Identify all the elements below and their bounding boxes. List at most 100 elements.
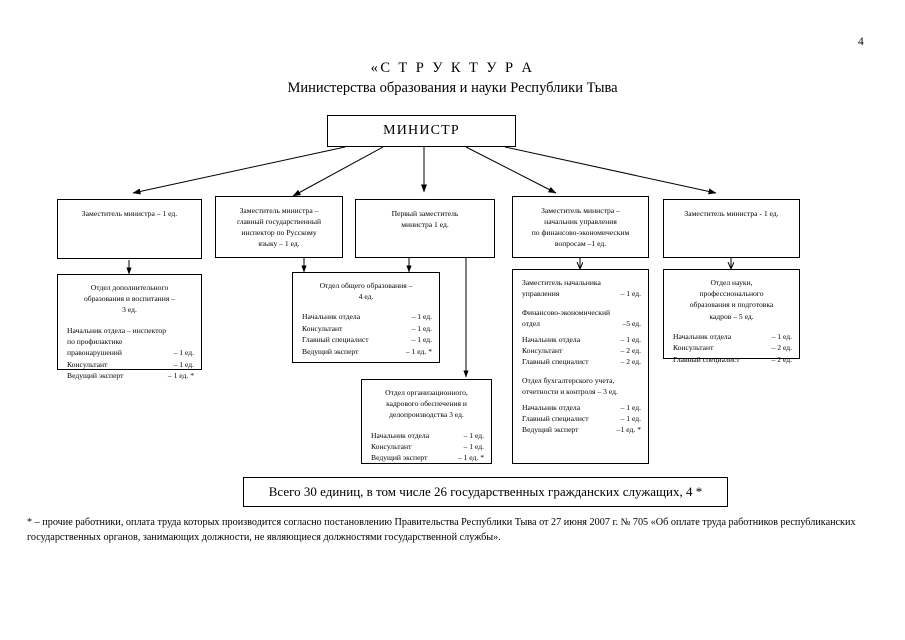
position-label: Главный специалист (673, 354, 740, 364)
subgroup-heading-total: отдел –5 ед. (513, 318, 648, 329)
position-count: – 2 ед. (620, 346, 641, 356)
node-deputy-russian[interactable]: Заместитель министра –главный государств… (215, 196, 343, 258)
dept-positions: Начальник отдела – 1 ед. Главный специал… (513, 402, 648, 436)
position-count: – 2 ед. (771, 343, 792, 353)
subgroup-heading: Финансово-экономический (522, 307, 611, 317)
dept-position-row: Начальник отдела – 1 ед. (522, 402, 641, 413)
position-label: Ведущий эксперт (522, 425, 579, 435)
dept-position-row: Консультант – 2 ед. (673, 342, 792, 353)
position-label: Начальник отдела (522, 334, 581, 344)
total-summary-box: Всего 30 единиц, в том числе 26 государс… (243, 477, 728, 507)
dept-subgroup-accounting: Отдел бухгалтерского учета, отчетности и… (513, 375, 648, 436)
position-label: правонарушений (67, 348, 122, 358)
dept-positions: Начальник отдела – 1 ед. Консультант – 1… (293, 311, 439, 357)
position-count: – 1 ед. (411, 312, 432, 322)
position-label: Главный специалист (522, 414, 589, 424)
subgroup-heading: Отдел бухгалтерского учета, (522, 375, 615, 385)
dept-position-row: Ведущий эксперт – 1 ед. * (302, 346, 432, 357)
position-label: Начальник отдела (302, 312, 361, 322)
position-count: – 1 ед. * (457, 453, 484, 463)
dept-position-row: Начальник отдела – 1 ед. (371, 430, 484, 441)
position-count: – 2 ед. (620, 357, 641, 367)
dept-positions: Начальник отдела – 1 ед. Консультант – 2… (513, 334, 648, 368)
position-count: – 1 ед. * (167, 371, 194, 381)
node-minister[interactable]: МИНИСТР (327, 115, 516, 147)
dept-positions: Начальник отдела – 1 ед. Консультант – 1… (362, 430, 491, 464)
dept-free-line: по профилактике (67, 337, 123, 347)
node-deputy-2[interactable]: Заместитель министра - 1 ед. (663, 199, 800, 258)
node-deputy-finance-label: Заместитель министра –начальник управлен… (531, 206, 630, 248)
node-dept-organizational-hr[interactable]: Отдел организационного,кадрового обеспеч… (361, 379, 492, 464)
dept-position-row: Ведущий эксперт – 1 ед. * (371, 452, 484, 463)
dept-position-row: Начальник отдела – 1 ед. (302, 311, 432, 322)
position-label: Главный специалист (522, 357, 589, 367)
position-count: –1 ед. * (616, 425, 641, 435)
node-deputy-russian-label: Заместитель министра –главный государств… (236, 206, 322, 248)
document-title-line-1: «С Т Р У К Т У Р А (370, 60, 535, 76)
position-count: – 1 ед. (771, 331, 792, 341)
dept-position-row: Начальник отдела – 1 ед. (522, 334, 641, 345)
position-label: Ведущий эксперт (371, 453, 428, 463)
position-count: – 1 ед. (620, 414, 641, 424)
node-deputy-finance[interactable]: Заместитель министра –начальник управлен… (512, 196, 649, 258)
position-count: – 1 ед. (620, 334, 641, 344)
subgroup-heading-total: управления – 1 ед. (513, 288, 648, 299)
dept-position-row: Главный специалист – 2 ед. (673, 354, 792, 365)
subgroup-heading-label: управления (522, 289, 560, 299)
node-dept-general-education[interactable]: Отдел общего образования –4 ед. Начальни… (292, 272, 440, 363)
position-label: Консультант (522, 346, 563, 356)
position-count: – 2 ед. (771, 354, 792, 364)
subgroup-heading-count: –5 ед. (622, 319, 641, 329)
subgroup-heading-label: отдел (522, 319, 540, 329)
position-label: Ведущий эксперт (302, 346, 359, 356)
position-count: – 1 ед. (173, 348, 194, 358)
subgroup-heading: Заместитель начальника (522, 278, 601, 287)
position-label: Начальник отдела (522, 402, 581, 412)
position-label: Консультант (302, 323, 343, 333)
dept-position-row: Консультант – 1 ед. (371, 441, 484, 452)
position-label: Консультант (67, 359, 108, 369)
dept-positions: Начальник отдела – 1 ед. Консультант – 2… (664, 331, 799, 365)
node-dept-finance-management[interactable]: Заместитель начальника управления – 1 ед… (512, 269, 649, 464)
dept-position-row: Ведущий эксперт –1 ед. * (522, 424, 641, 435)
position-count: – 1 ед. (411, 335, 432, 345)
dept-position-row: Главный специалист – 2 ед. (522, 356, 641, 367)
node-minister-label: МИНИСТР (383, 123, 460, 138)
node-deputy-2-label: Заместитель министра - 1 ед. (684, 209, 779, 218)
dept-position-row: Ведущий эксперт – 1 ед. * (67, 370, 194, 381)
position-count: – 1 ед. (463, 442, 484, 452)
total-summary-text: Всего 30 единиц, в том числе 26 государс… (268, 484, 703, 499)
document-title-line-2: Министерства образования и науки Республ… (287, 80, 618, 96)
dept-position-row: Главный специалист – 1 ед. (302, 334, 432, 345)
subgroup-heading: отчетности и контроля – 3 ед. (522, 387, 618, 397)
position-count: – 1 ед. (411, 323, 432, 333)
position-count: – 1 ед. (463, 430, 484, 440)
node-deputy-1[interactable]: Заместитель министра – 1 ед. (57, 199, 202, 259)
dept-subgroup-finance-economic: Финансово-экономический отдел –5 ед. Нач… (513, 307, 648, 368)
page-number: 4 (858, 36, 864, 48)
position-label: Консультант (673, 343, 714, 353)
dept-title: Отдел общего образования –4 ед. (319, 281, 413, 302)
position-count: – 1 ед. (173, 359, 194, 369)
position-label: Главный специалист (302, 335, 369, 345)
dept-position-row: правонарушений – 1 ед. (67, 347, 194, 358)
position-label: Консультант (371, 442, 412, 452)
dept-position-row: Главный специалист – 1 ед. (522, 413, 641, 424)
node-deputy-1-label: Заместитель министра – 1 ед. (81, 209, 178, 218)
position-label: Начальник отдела (673, 331, 732, 341)
dept-title: Отдел организационного,кадрового обеспеч… (385, 388, 468, 420)
position-label: Начальник отдела (371, 430, 430, 440)
dept-subgroup-deputy-head: Заместитель начальника управления – 1 ед… (513, 277, 648, 300)
dept-positions: Начальник отдела – инспектор по профилак… (58, 325, 201, 382)
dept-position-row: Консультант – 1 ед. (302, 323, 432, 334)
footnote: * – прочие работники, оплата труда котор… (27, 517, 856, 543)
position-label: Ведущий эксперт (67, 371, 124, 381)
subgroup-heading-count: – 1 ед. (620, 289, 641, 299)
